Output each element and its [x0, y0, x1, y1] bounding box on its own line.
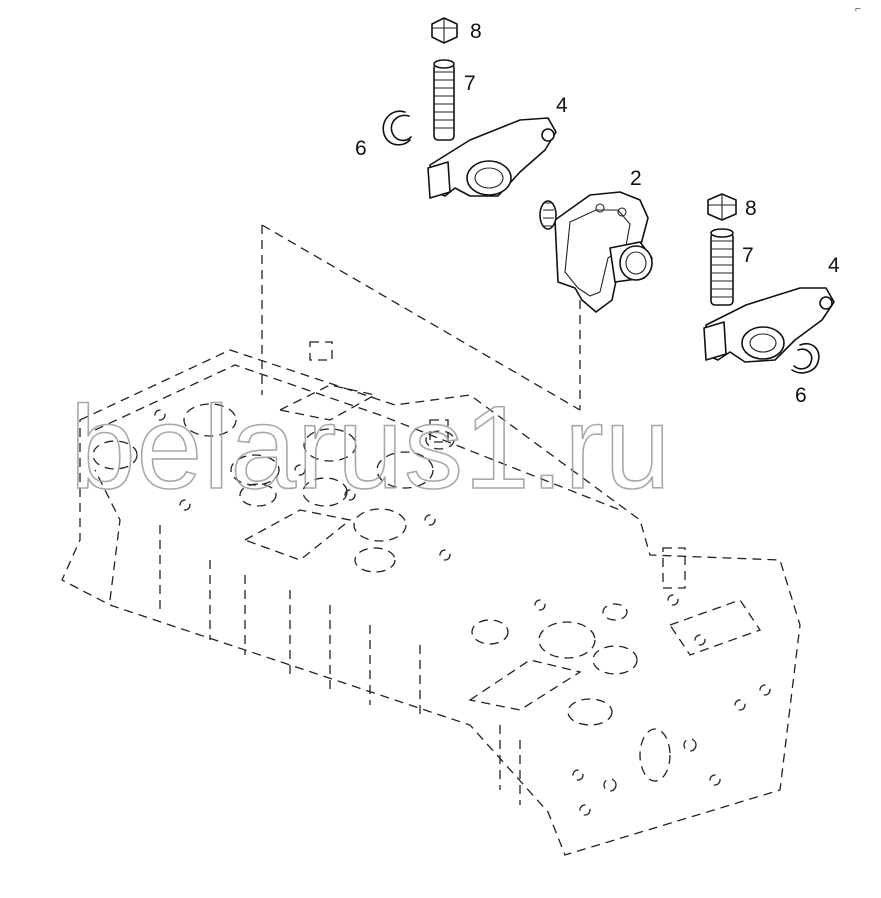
watermark-text: belarus1.ru	[70, 382, 671, 514]
cylinder-head-outline	[61, 341, 801, 856]
callout-7-right: 7	[742, 244, 754, 267]
corner-mark: ⌐	[855, 4, 861, 15]
retaining-ring-icon	[791, 343, 820, 374]
callout-8-right: 8	[745, 197, 757, 220]
callout-6-top: 6	[355, 137, 367, 160]
callout-2: 2	[630, 167, 642, 190]
retaining-ring-icon	[382, 110, 412, 146]
callout-6-right: 6	[795, 384, 807, 407]
rocker-arm-icon	[703, 287, 835, 363]
nut-icon	[707, 193, 737, 221]
rocker-arm-icon	[427, 117, 557, 199]
adjusting-screw-icon	[710, 228, 734, 306]
assembly-leader-lines	[261, 224, 581, 411]
adjusting-screw-icon	[433, 59, 455, 141]
callout-7-top: 7	[464, 72, 476, 95]
callout-4-right: 4	[828, 254, 840, 277]
rocker-bracket-icon	[539, 191, 653, 313]
callout-4-top: 4	[556, 94, 568, 117]
callout-8-top: 8	[470, 20, 482, 43]
nut-icon	[431, 17, 458, 44]
